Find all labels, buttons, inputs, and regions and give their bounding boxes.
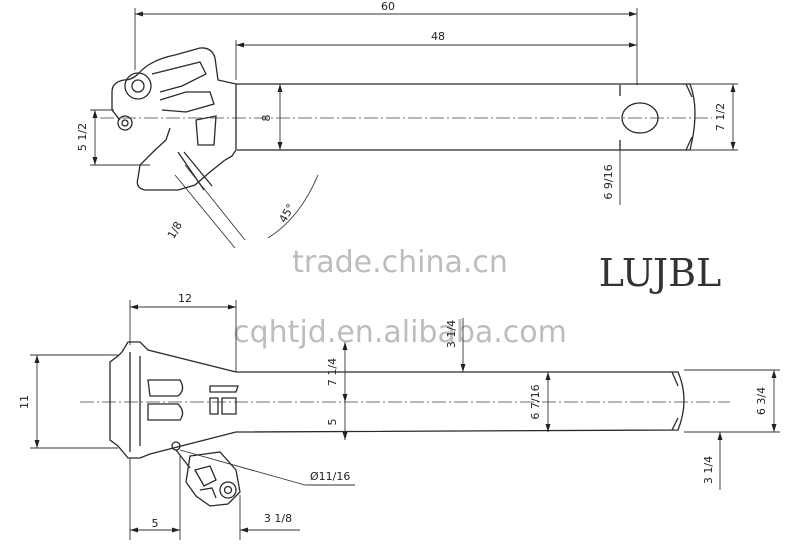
dim-end-height: 7 1/2: [714, 103, 727, 131]
dim-end-height-bottom: 6 3/4: [755, 387, 768, 415]
dim-upper-jaw: 7 1/4: [326, 358, 339, 386]
dim-handle-mid: 6 7/16: [529, 384, 542, 419]
dim-pin-diameter: Ø11/16: [310, 470, 350, 483]
brand-logo: LUJBL: [599, 251, 722, 295]
dim-left-height: 5 1/2: [76, 123, 89, 151]
dim-angle: 45°: [276, 202, 297, 225]
dim-bottom-right-small: 3 1/8: [264, 512, 292, 525]
dim-head-height: 11: [18, 395, 31, 409]
dim-lower-jaw: 5: [326, 419, 339, 426]
dim-handle-length: 48: [431, 30, 445, 43]
dim-head-width: 12: [178, 292, 192, 305]
dim-end-lower: 3 1/4: [702, 456, 715, 484]
dim-overall-length: 60: [381, 0, 395, 13]
dim-handle-top: 3 1/4: [445, 320, 458, 348]
watermark-trade: trade.china.cn: [292, 245, 508, 280]
dim-jaw-height: 8: [260, 115, 273, 122]
dim-angle-small: 1/8: [165, 219, 185, 241]
top-view: 60 48 8: [76, 0, 738, 249]
watermark-alibaba: cqhtjd.en.alibaba.com: [233, 315, 567, 350]
bottom-view: 12 11 7 1/: [18, 292, 780, 540]
dim-hole-offset: 6 9/16: [602, 164, 615, 199]
dim-bottom-left-small: 5: [152, 517, 159, 530]
